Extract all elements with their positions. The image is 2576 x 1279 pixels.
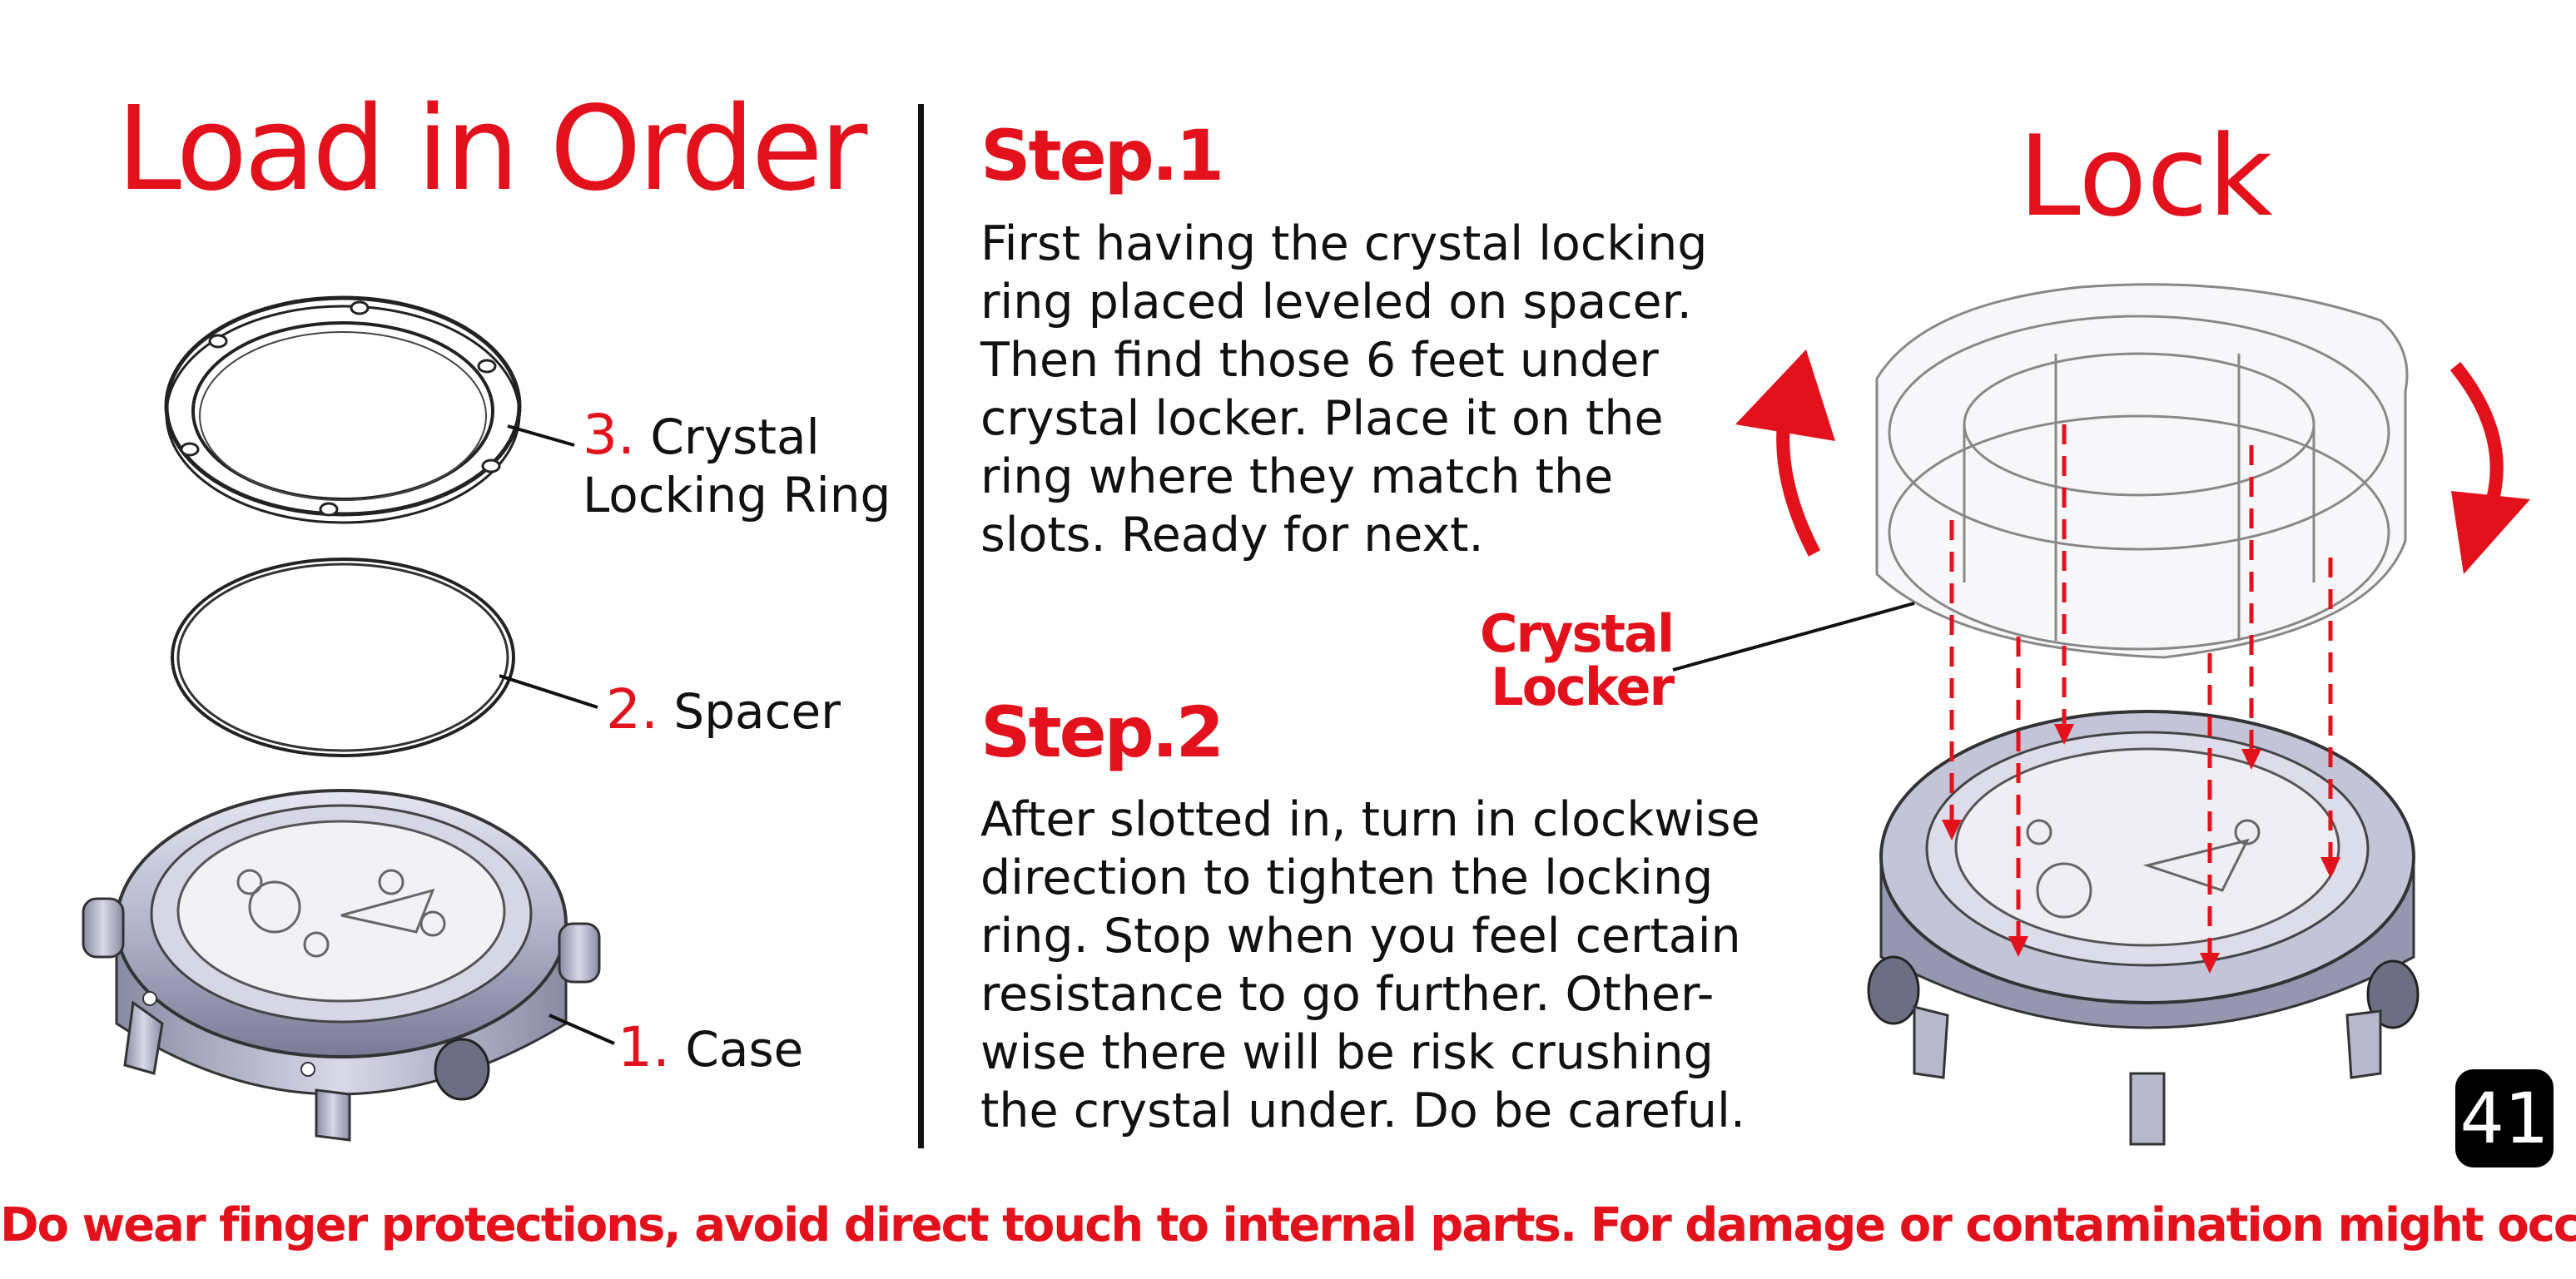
step2-line: direction to tighten the locking	[980, 850, 1714, 905]
callout-line-locker: Locker	[1491, 657, 1675, 717]
step1-line: Then find those 6 feet under	[980, 333, 1659, 388]
step1-line: First having the crystal locking	[980, 216, 1708, 271]
watch-case-drawing-right	[1867, 710, 2420, 1146]
step2-line: resistance to go further. Other-	[980, 967, 1715, 1022]
vertical-divider	[918, 104, 924, 1148]
label-case: 1. Case	[618, 1019, 803, 1078]
step2-title: Step.2	[980, 692, 1224, 773]
lock-title: Lock	[2018, 112, 2273, 241]
page-number-badge: 41	[2455, 1069, 2554, 1167]
part-number-3: 3.	[583, 403, 635, 467]
step2-line: the crystal under. Do be careful.	[980, 1083, 1745, 1138]
part-name-case: Case	[685, 1021, 804, 1078]
rotate-clockwise-arrow-icon	[2449, 361, 2530, 574]
crystal-locking-ring-drawing	[164, 295, 575, 524]
part-name-locking-ring: Locking Ring	[583, 467, 891, 523]
step1-line: slots. Ready for next.	[980, 508, 1484, 563]
part-number-2: 2.	[606, 677, 658, 741]
watch-case-drawing	[82, 789, 615, 1142]
step2-line: wise there will be risk crushing	[980, 1025, 1714, 1080]
part-name-spacer: Spacer	[673, 683, 841, 740]
step1-title: Step.1	[980, 115, 1224, 196]
safety-warning: Do wear finger protections, avoid direct…	[0, 1198, 2576, 1252]
spacer-drawing	[171, 558, 598, 757]
page-title-load-in-order: Load in Order	[117, 82, 867, 217]
crystal-locker-callout: Crystal Locker	[1480, 603, 1675, 717]
step1-line: crystal locker. Place it on the	[980, 391, 1664, 446]
part-number-1: 1.	[618, 1015, 670, 1079]
label-spacer: 2. Spacer	[606, 681, 841, 741]
step2-instructions: After slotted in, turn in clockwise dire…	[980, 791, 1779, 1140]
crystal-locker-drawing	[1875, 283, 2409, 659]
callout-line-crystal: Crystal	[1480, 603, 1675, 664]
step1-line: ring placed leveled on spacer.	[980, 275, 1692, 330]
label-crystal-locking-ring: 3. Crystal Locking Ring	[583, 406, 891, 524]
step2-line: After slotted in, turn in clockwise	[980, 792, 1760, 847]
step1-line: ring where they match the	[980, 449, 1614, 504]
part-name-crystal: Crystal	[650, 409, 820, 465]
step2-line: ring. Stop when you feel certain	[980, 909, 1741, 964]
rotate-counterclockwise-arrow-icon	[1735, 349, 1835, 557]
step1-instructions: First having the crystal locking ring pl…	[980, 215, 1779, 564]
